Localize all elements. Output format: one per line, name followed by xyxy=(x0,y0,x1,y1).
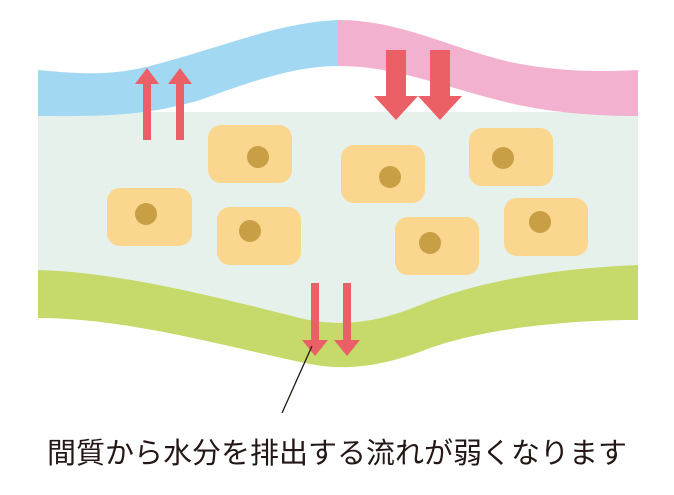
arrow-down-icon xyxy=(334,283,360,356)
blood-vessel-arterial xyxy=(38,20,338,117)
blood-vessel-venous xyxy=(338,20,638,116)
arrow-down-icon xyxy=(302,283,328,356)
lymph-vessel xyxy=(38,265,638,368)
cell xyxy=(504,198,588,256)
nucleus xyxy=(247,146,269,168)
nucleus xyxy=(529,211,551,233)
nucleus xyxy=(239,220,261,242)
cell xyxy=(208,125,292,183)
cells xyxy=(107,125,588,275)
nucleus xyxy=(135,203,157,225)
cell xyxy=(395,217,479,275)
cell xyxy=(341,145,425,203)
arrow-down-icon xyxy=(418,50,462,120)
caption: 間質から水分を排出する流れが弱くなります xyxy=(46,436,627,470)
arrow-up-icon xyxy=(168,68,192,140)
nucleus xyxy=(419,232,441,254)
leader-line xyxy=(281,345,313,414)
nucleus xyxy=(492,147,514,169)
arrow-up-icon xyxy=(135,68,159,140)
cell xyxy=(107,188,192,246)
cell xyxy=(469,128,553,186)
arrow-down-icon xyxy=(374,50,418,120)
nucleus xyxy=(379,166,401,188)
cell xyxy=(217,207,301,265)
